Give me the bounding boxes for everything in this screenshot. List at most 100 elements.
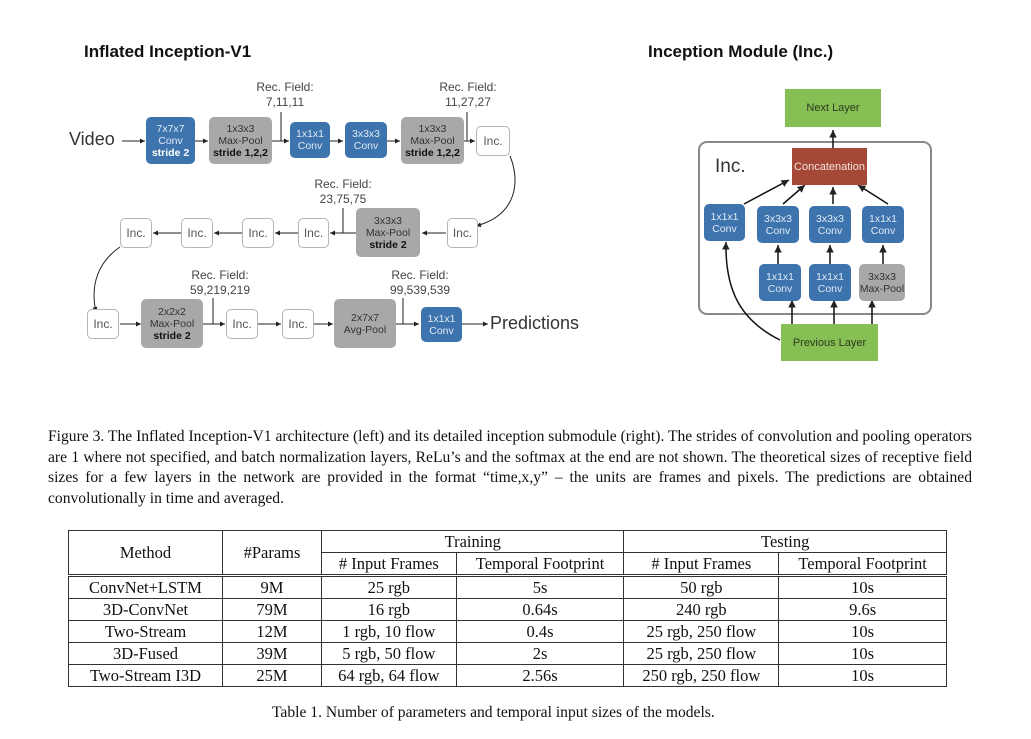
- conv-7x7x7-node: 7x7x7 Conv stride 2: [146, 117, 195, 164]
- cell-test-footprint: 9.6s: [778, 598, 947, 621]
- inception-maxpool-3x3x3-node: 3x3x3 Max-Pool: [859, 264, 905, 301]
- inception-conv-3x3x3-node-2: 3x3x3 Conv: [809, 206, 851, 243]
- cell-test-footprint: 10s: [778, 574, 947, 599]
- rf-label: Rec. Field:: [391, 268, 449, 282]
- node-text: Max-Pool: [410, 134, 455, 147]
- cell-train-frames: 16 rgb: [321, 598, 457, 621]
- receptive-field-4: Rec. Field: 59,219,219: [180, 268, 260, 298]
- cell-method: 3D-Fused: [68, 642, 223, 665]
- table-row: 3D-ConvNet 79M 16 rgb 0.64s 240 rgb 9.6s: [68, 598, 947, 621]
- header-train-input-frames: # Input Frames: [321, 552, 457, 576]
- node-text: 3x3x3: [867, 270, 897, 283]
- node-text: Conv: [297, 140, 323, 152]
- inception-module-frame: [698, 141, 932, 315]
- receptive-field-2: Rec. Field: 11,27,27: [428, 80, 508, 110]
- cell-train-footprint: 0.64s: [455, 598, 625, 621]
- node-text: 1x3x3: [418, 122, 447, 135]
- cell-method: Two-Stream I3D: [68, 664, 223, 687]
- right-diagram-connectors: [722, 130, 889, 341]
- rf-value: 23,75,75: [319, 192, 367, 206]
- receptive-field-1: Rec. Field: 7,11,11: [245, 80, 325, 110]
- node-text: Avg-Pool: [343, 323, 387, 336]
- node-text: Conv: [817, 224, 843, 237]
- rf-value: 7,11,11: [265, 95, 305, 109]
- node-text: 1x1x1: [295, 128, 325, 140]
- cell-test-frames: 50 rgb: [623, 574, 780, 599]
- rf-value: 99,539,539: [389, 283, 451, 297]
- cell-test-frames: 25 rgb, 250 flow: [623, 642, 780, 665]
- node-text: 1x1x1: [765, 270, 795, 283]
- node-stride: stride 2: [151, 146, 190, 159]
- inc-node: Inc.: [87, 309, 119, 339]
- node-stride: stride 2: [369, 238, 407, 251]
- cell-params: 9M: [222, 574, 322, 599]
- cell-method: ConvNet+LSTM: [68, 574, 223, 599]
- rf-value: 11,27,27: [445, 95, 491, 109]
- inception-conv-1x1x1-node-2: 1x1x1 Conv: [862, 206, 904, 243]
- cell-test-frames: 250 rgb, 250 flow: [623, 664, 780, 687]
- node-text: 1x1x1: [427, 312, 456, 325]
- left-diagram-connectors: [92, 112, 516, 327]
- cell-train-frames: 64 rgb, 64 flow: [321, 664, 457, 687]
- cell-method: Two-Stream: [68, 620, 223, 643]
- conv-1x1x1-node: 1x1x1 Conv: [290, 122, 330, 158]
- inc-node: Inc.: [242, 218, 274, 248]
- arrow: [743, 179, 790, 205]
- node-text: 2x2x2: [157, 305, 187, 318]
- cell-test-footprint: 10s: [778, 620, 947, 643]
- receptive-field-5: Rec. Field: 99,539,539: [375, 268, 465, 298]
- node-text: 3x3x3: [351, 128, 381, 140]
- inception-bottleneck-1x1x1-node-2: 1x1x1 Conv: [809, 264, 851, 301]
- table-row: Two-Stream 12M 1 rgb, 10 flow 0.4s 25 rg…: [68, 620, 947, 643]
- cell-params: 25M: [222, 664, 322, 687]
- node-text: 2x7x7: [350, 311, 380, 324]
- curve-prev-to-1x1: [722, 241, 781, 341]
- header-testing: Testing: [623, 530, 947, 553]
- conv-3x3x3-node: 3x3x3 Conv: [345, 122, 387, 158]
- table-caption: Table 1. Number of parameters and tempor…: [272, 704, 715, 721]
- table-header-row: Method #Params Training Testing: [68, 530, 947, 576]
- node-text: Conv: [429, 324, 454, 337]
- rf-label: Rec. Field:: [191, 268, 249, 282]
- table-row: 3D-Fused 39M 5 rgb, 50 flow 2s 25 rgb, 2…: [68, 642, 947, 665]
- curve-row1-row2: [475, 155, 516, 228]
- node-text: Max-Pool: [149, 317, 195, 330]
- node-text: 1x1x1: [868, 212, 898, 225]
- node-text: Conv: [870, 224, 896, 237]
- node-text: 3x3x3: [815, 212, 845, 225]
- node-text: Conv: [158, 134, 183, 147]
- predictions-output-label: Predictions: [490, 313, 580, 333]
- inc-node: Inc.: [476, 126, 510, 156]
- cell-params: 39M: [222, 642, 322, 665]
- maxpool-2x2x2-node: 2x2x2 Max-Pool stride 2: [141, 299, 203, 348]
- cell-train-footprint: 5s: [455, 574, 625, 599]
- node-text: 1x1x1: [710, 210, 739, 223]
- cell-params: 12M: [222, 620, 322, 643]
- node-text: Conv: [353, 140, 379, 152]
- concatenation-node: Concatenation: [792, 148, 867, 185]
- header-method: Method: [68, 530, 223, 576]
- left-diagram-title: Inflated Inception-V1: [84, 42, 252, 61]
- node-stride: stride 1,2,2: [405, 146, 460, 159]
- inc-node: Inc.: [447, 218, 478, 248]
- inception-module-label: Inc.: [715, 156, 746, 177]
- node-stride: stride 1,2,2: [213, 146, 268, 159]
- header-test-temporal-footprint: Temporal Footprint: [778, 552, 947, 576]
- inc-node: Inc.: [120, 218, 152, 248]
- inception-conv-3x3x3-node: 3x3x3 Conv: [757, 206, 799, 243]
- table-row: Two-Stream I3D 25M 64 rgb, 64 flow 2.56s…: [68, 664, 947, 687]
- cell-test-footprint: 10s: [778, 642, 947, 665]
- table-row: ConvNet+LSTM 9M 25 rgb 5s 50 rgb 10s: [68, 574, 947, 599]
- arrow: [857, 184, 889, 205]
- inc-node: Inc.: [181, 218, 213, 248]
- rf-label: Rec. Field:: [314, 177, 372, 191]
- cell-train-footprint: 0.4s: [455, 620, 625, 643]
- cell-train-footprint: 2.56s: [455, 664, 625, 687]
- next-layer-node: Next Layer: [785, 89, 881, 127]
- header-train-temporal-footprint: Temporal Footprint: [455, 552, 625, 576]
- node-text: 7x7x7: [156, 122, 185, 135]
- header-training: Training: [320, 530, 625, 553]
- receptive-field-3: Rec. Field: 23,75,75: [303, 177, 383, 207]
- cell-test-frames: 240 rgb: [623, 598, 780, 621]
- maxpool-3x3x3-node: 3x3x3 Max-Pool stride 2: [356, 208, 420, 257]
